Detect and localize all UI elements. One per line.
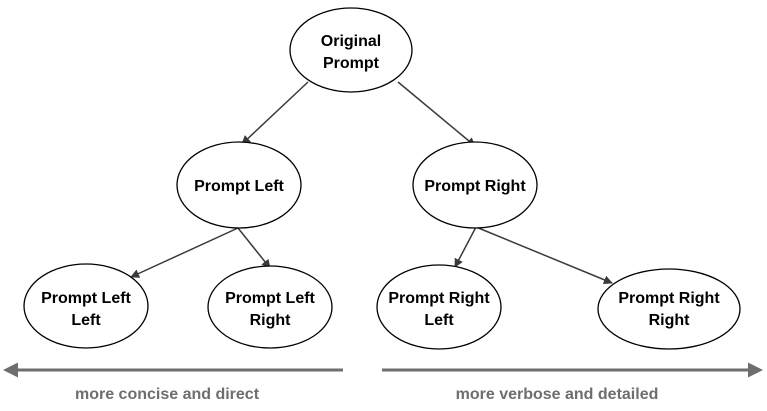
edge-left-to-left-right bbox=[237, 227, 271, 269]
node-prompt-left-right: Prompt Left Right bbox=[207, 265, 333, 349]
node-prompt-right-label: Prompt Right bbox=[424, 178, 526, 195]
node-prompt-left: Prompt Left bbox=[176, 141, 302, 229]
node-prompt-left-right-line1: Prompt Left bbox=[225, 290, 315, 307]
node-original-prompt-line2: Prompt bbox=[323, 55, 380, 72]
node-original-prompt: Original Prompt bbox=[289, 7, 413, 93]
edge-root-to-left bbox=[241, 81, 309, 145]
concise-axis-label: more concise and direct bbox=[75, 386, 260, 403]
verbose-axis-label: more verbose and detailed bbox=[456, 386, 659, 403]
node-prompt-left-left: Prompt Left Left bbox=[23, 263, 149, 349]
edge-right-to-right-left bbox=[454, 226, 477, 268]
node-prompt-right-right-line1: Prompt Right bbox=[618, 290, 720, 307]
node-prompt-right-right: Prompt Right Right bbox=[597, 268, 741, 350]
edge-right-to-right-right bbox=[475, 226, 613, 285]
node-prompt-right-left: Prompt Right Left bbox=[376, 264, 502, 350]
node-prompt-right-left-line1: Prompt Right bbox=[388, 290, 490, 307]
node-prompt-right-right-line2: Right bbox=[649, 312, 691, 329]
node-prompt-left-right-line2: Right bbox=[250, 312, 292, 329]
edge-left-to-left-left bbox=[130, 227, 239, 278]
node-prompt-left-label: Prompt Left bbox=[194, 178, 284, 195]
node-prompt-left-left-line2: Left bbox=[71, 312, 101, 329]
edge-root-to-right bbox=[397, 81, 476, 147]
node-prompt-left-left-line1: Prompt Left bbox=[41, 290, 131, 307]
concise-verbose-axis: more concise and direct more verbose and… bbox=[2, 362, 763, 403]
node-prompt-right: Prompt Right bbox=[412, 141, 538, 229]
node-prompt-right-left-line2: Left bbox=[424, 312, 454, 329]
edges bbox=[130, 81, 613, 285]
node-original-prompt-line1: Original bbox=[321, 33, 381, 50]
